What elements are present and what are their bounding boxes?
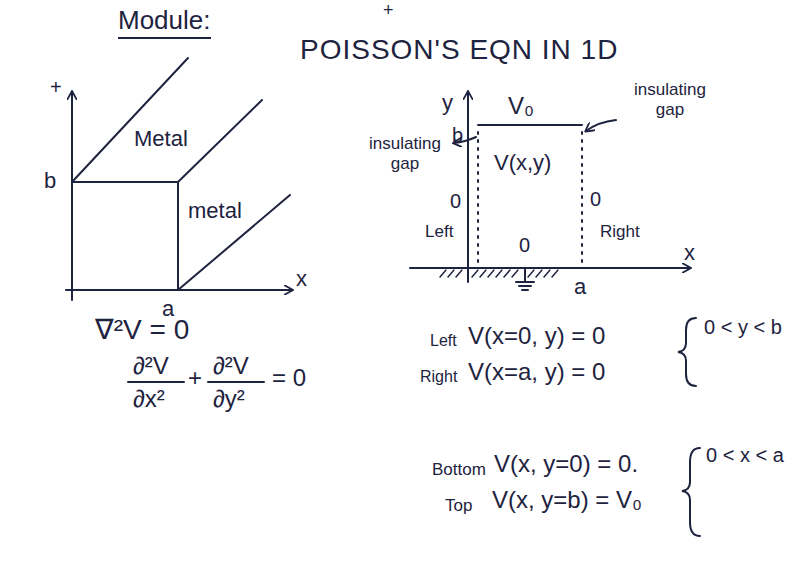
side-label: Top — [445, 496, 472, 516]
mark: + — [383, 0, 394, 21]
brace — [678, 318, 696, 386]
callout-text: insulating gap — [620, 80, 720, 119]
brace — [682, 448, 700, 536]
equation-part: ∂²V — [213, 352, 249, 380]
fraction-bar — [208, 381, 264, 383]
page-title: POISSON'S EQN IN 1D — [300, 34, 618, 66]
axis-label: y — [442, 90, 453, 115]
axis — [467, 92, 469, 282]
equation: ∇²V = 0 — [95, 314, 189, 346]
axis — [71, 92, 73, 300]
axis-label: + — [50, 76, 62, 99]
side-label: Right — [600, 222, 640, 242]
equation-part: ∂y² — [213, 385, 245, 413]
plate-edge — [72, 58, 188, 182]
boundary-value: 0 — [450, 190, 461, 213]
side-label: Bottom — [432, 460, 486, 480]
top-plate — [478, 124, 582, 126]
plate-edge — [178, 100, 262, 182]
equation-part: ∂x² — [133, 385, 165, 413]
boundary-condition: V(x=0, y) = 0 — [468, 322, 605, 350]
potential-label: V(x,y) — [494, 150, 551, 175]
insulating-gap — [477, 132, 479, 264]
part-label: Metal — [134, 126, 188, 151]
plate-edge — [178, 195, 290, 290]
range: 0 < y < b — [704, 316, 782, 339]
boundary-condition: V(x, y=0) = 0. — [494, 450, 638, 478]
range: 0 < x < a — [706, 444, 784, 467]
module-heading: Module: — [118, 6, 211, 39]
side-label: Right — [420, 368, 457, 386]
side-label: Left — [425, 222, 453, 242]
equation-part: + — [188, 364, 202, 392]
axis — [410, 267, 690, 269]
plate-edge — [177, 182, 179, 290]
boundary-condition: V(x, y=b) = V₀ — [492, 486, 642, 514]
ground-symbol — [516, 268, 534, 290]
insulating-gap — [581, 132, 583, 264]
equation-part: = 0 — [272, 364, 306, 392]
plate-edge — [72, 181, 178, 183]
axis-label: a — [574, 274, 586, 299]
boundary-value: 0 — [519, 234, 530, 257]
part-label: metal — [188, 198, 242, 223]
leader-arrow — [586, 120, 616, 131]
potential-label: V₀ — [508, 92, 534, 120]
ground-hatch — [440, 270, 558, 277]
fraction-bar — [128, 381, 184, 383]
axis-label: x — [296, 266, 307, 291]
side-label: Left — [430, 332, 457, 350]
equation-part: ∂²V — [133, 352, 169, 380]
axis-label: x — [684, 240, 695, 265]
axis-label: b — [452, 124, 463, 147]
callout-text: insulating gap — [360, 134, 450, 173]
boundary-condition: V(x=a, y) = 0 — [468, 358, 605, 386]
axis-label: b — [44, 168, 56, 193]
boundary-value: 0 — [590, 188, 601, 211]
